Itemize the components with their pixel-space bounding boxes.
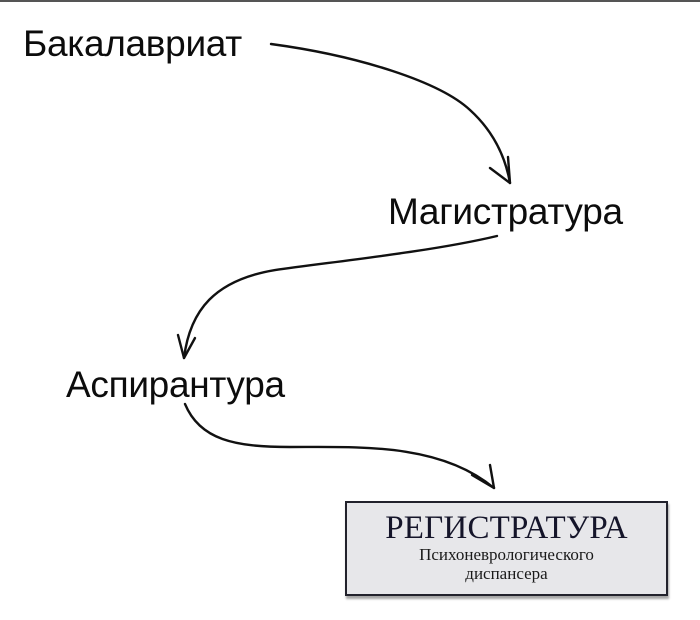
stage-postgraduate: Аспирантура [66,364,285,405]
registry-sign: РЕГИСТРАТУРА Психоневрологического диспа… [345,501,668,596]
top-border-line [0,0,700,2]
stage-bachelor: Бакалавриат [23,23,242,64]
arrow-postgraduate-to-registry-icon [183,402,496,490]
registry-sign-subtitle-line2: диспансера [465,564,548,583]
arrow-master-to-postgraduate-icon [176,234,499,360]
registry-sign-title: РЕГИСТРАТУРА [385,510,628,546]
registry-sign-subtitle: Психоневрологического диспансера [347,545,666,583]
arrow-bachelor-to-master-icon [269,42,512,185]
registry-sign-subtitle-line1: Психоневрологического [419,545,594,564]
stage-master: Магистратура [388,191,623,232]
